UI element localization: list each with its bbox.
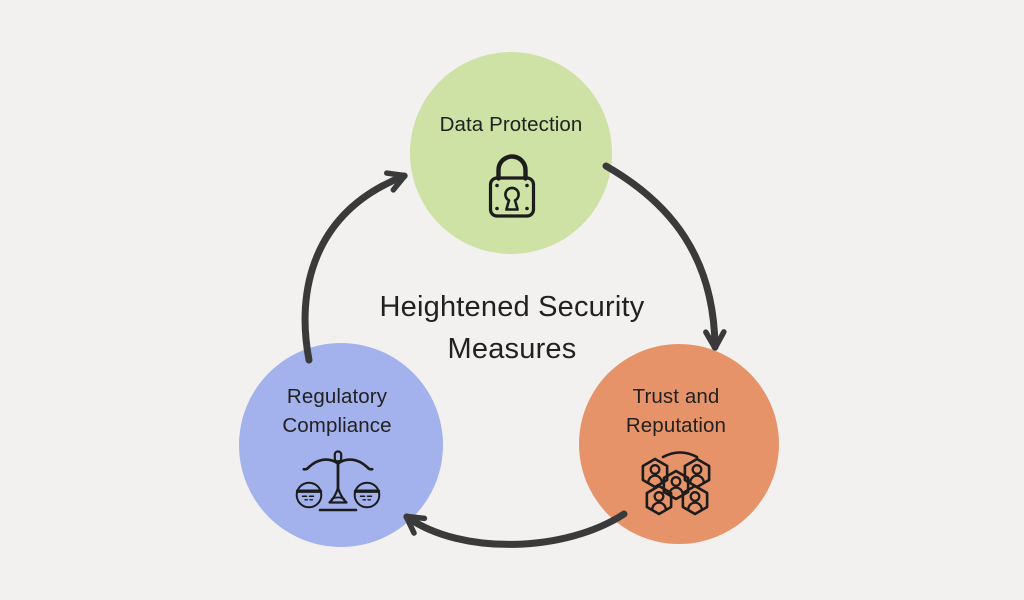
lock-icon — [488, 154, 536, 218]
arrow-trust-to-compliance — [403, 510, 628, 548]
node-label-line: Trust and — [632, 385, 720, 408]
cycle-arrows — [301, 162, 727, 548]
diagram-title-line-2: Measures — [447, 333, 577, 365]
node-label-line: Regulatory — [286, 385, 388, 408]
node-bubble-data-protection — [410, 52, 612, 254]
node-bubble-regulatory-compliance — [239, 343, 443, 547]
arrow-protection-to-trust — [602, 162, 727, 351]
node-label-line: Reputation — [625, 414, 727, 437]
node-label-regulatory-compliance: Regulatory Compliance — [237, 382, 437, 440]
arrow-compliance-to-protection — [301, 170, 408, 364]
node-label-trust-reputation: Trust and Reputation — [576, 382, 776, 440]
node-icons — [295, 154, 711, 516]
node-label-line: Data Protection — [439, 113, 583, 136]
diagram-title-line-1: Heightened Security — [379, 291, 645, 323]
diagram-title: Heightened Security Measures — [262, 286, 762, 370]
people-network-icon — [641, 451, 711, 516]
node-bubble-trust-reputation — [579, 344, 779, 544]
node-label-line: Compliance — [282, 414, 392, 437]
node-label-data-protection: Data Protection — [411, 110, 611, 139]
scales-icon — [295, 450, 381, 512]
